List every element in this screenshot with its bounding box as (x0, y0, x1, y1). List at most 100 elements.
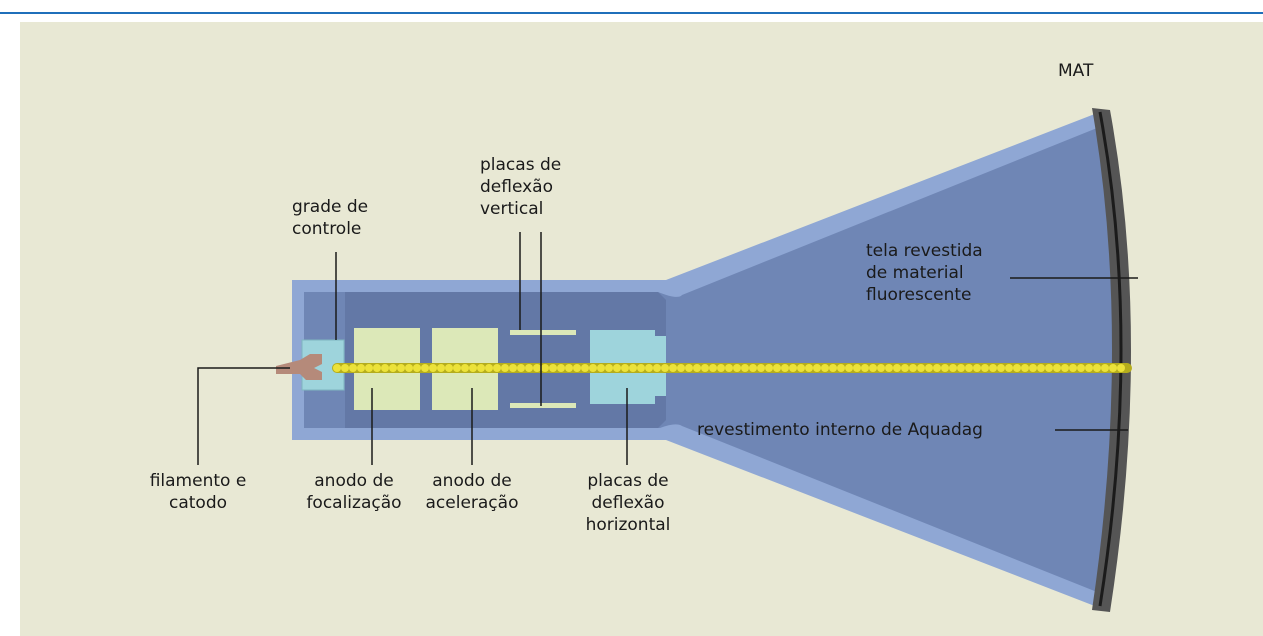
beam-bead (1109, 364, 1117, 372)
beam-bead (405, 364, 413, 372)
beam-bead (1021, 364, 1029, 372)
screen-frame (1092, 108, 1131, 612)
beam-bead (821, 364, 829, 372)
beam-bead (1029, 364, 1037, 372)
label-mat: MAT (1058, 60, 1093, 82)
beam-bead (333, 364, 341, 372)
beam-bead (517, 364, 525, 372)
beam-bead (565, 364, 573, 372)
label-mat-text: MAT (1058, 61, 1094, 81)
label-aquadag: revestimento interno de Aquadag (697, 419, 983, 441)
beam-bead (709, 364, 717, 372)
beam-bead (965, 364, 973, 372)
beam-bead (645, 364, 653, 372)
beam-bead (357, 364, 365, 372)
beam-bead (725, 364, 733, 372)
beam-bead (597, 364, 605, 372)
beam-bead (421, 364, 429, 372)
beam-bead (693, 364, 701, 372)
beam-bead (381, 364, 389, 372)
beam-bead (757, 364, 765, 372)
beam-bead (1069, 364, 1077, 372)
label-line: placas de (587, 471, 669, 491)
label-aquadag-text: revestimento interno de Aquadag (697, 420, 983, 440)
beam-bead (413, 364, 421, 372)
beam-bead (949, 364, 957, 372)
beam-bead (885, 364, 893, 372)
beam-bead (1005, 364, 1013, 372)
beam-bead (997, 364, 1005, 372)
beam-bead (365, 364, 373, 372)
cathode (276, 354, 322, 380)
beam-bead (637, 364, 645, 372)
label-line: anodo de (314, 471, 394, 491)
beam-bead (509, 364, 517, 372)
beam-bead (749, 364, 757, 372)
beam-bead (845, 364, 853, 372)
label-focalizacao: anodo de focalização (296, 470, 412, 514)
label-line: controle (292, 219, 362, 239)
beam-bead (909, 364, 917, 372)
beam-bead (661, 364, 669, 372)
beam-bead (1045, 364, 1053, 372)
label-line: anodo de (432, 471, 512, 491)
beam-bead (1093, 364, 1101, 372)
label-placas-vertical: placas de deflexão vertical (480, 154, 561, 220)
beam-bead (541, 364, 549, 372)
beam-bead (669, 364, 677, 372)
label-tela: tela revestida de material fluorescente (866, 240, 983, 306)
label-line: vertical (480, 199, 544, 219)
label-line: tela revestida (866, 241, 983, 261)
label-line: placas de (480, 155, 562, 175)
beam-bead (533, 364, 541, 372)
beam-bead (429, 364, 437, 372)
label-grade-controle: grade de controle (292, 196, 368, 240)
beam-bead (653, 364, 661, 372)
beam-bead (397, 364, 405, 372)
beam-bead (837, 364, 845, 372)
beam-bead (1053, 364, 1061, 372)
beam-bead (1101, 364, 1109, 372)
beam-bead (973, 364, 981, 372)
beam-bead (613, 364, 621, 372)
beam-bead (485, 364, 493, 372)
beam-bead (349, 364, 357, 372)
beam-bead (701, 364, 709, 372)
beam-bead (525, 364, 533, 372)
beam-bead (1037, 364, 1045, 372)
label-placas-horizontal: placas de deflexão horizontal (570, 470, 686, 536)
beam-bead (733, 364, 741, 372)
beam-bead (877, 364, 885, 372)
beam-bead (605, 364, 613, 372)
label-line: deflexão (591, 493, 665, 513)
beam-bead (677, 364, 685, 372)
beam-bead (893, 364, 901, 372)
label-line: horizontal (585, 515, 671, 535)
label-line: filamento e (149, 471, 247, 491)
beam-bead (621, 364, 629, 372)
beam-bead (549, 364, 557, 372)
beam-bead (981, 364, 989, 372)
label-line: deflexão (480, 177, 553, 197)
beam-bead (829, 364, 837, 372)
beam-bead (765, 364, 773, 372)
beam-bead (861, 364, 869, 372)
beam-bead (469, 364, 477, 372)
label-line: fluorescente (866, 285, 972, 305)
leader-filamento (197, 367, 290, 465)
beam-bead (717, 364, 725, 372)
beam-bead (373, 364, 381, 372)
beam-bead (773, 364, 781, 372)
beam-bead (957, 364, 965, 372)
beam-bead (685, 364, 693, 372)
top-rule (0, 12, 1263, 14)
label-filamento: filamento e catodo (140, 470, 256, 514)
beam-bead (437, 364, 445, 372)
beam-bead (1061, 364, 1069, 372)
beam-bead (445, 364, 453, 372)
beam-bead (853, 364, 861, 372)
tube-interior (304, 128, 1116, 592)
beam-bead (789, 364, 797, 372)
beam-bead (493, 364, 501, 372)
